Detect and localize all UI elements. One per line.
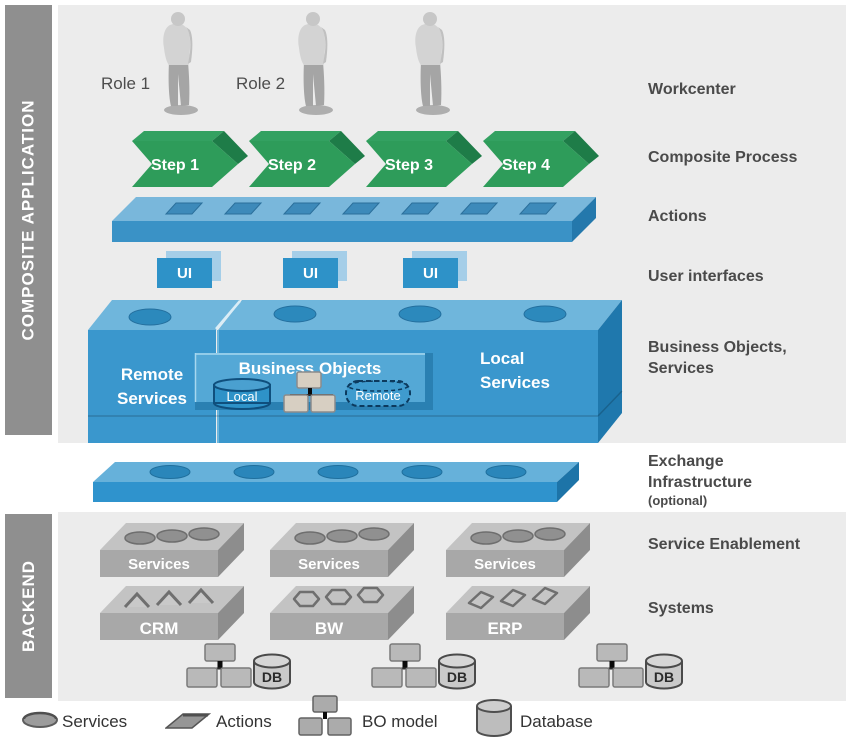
services-box-erp: Services [446, 523, 590, 577]
business-objects-panel: Business Objects Local Remote [194, 353, 433, 413]
label-systems: Systems [648, 600, 714, 617]
ui-box: UI [403, 251, 467, 288]
remote-store-label: Remote [355, 388, 401, 403]
local-store-label: Local [226, 389, 257, 404]
business-objects-services-box: Business Objects Local Remote [88, 300, 623, 443]
step-arrow: Step 2 [249, 131, 365, 187]
label-line: Infrastructure [648, 474, 753, 491]
person-icon [298, 12, 333, 115]
system-box-erp: ERP [446, 586, 590, 640]
step-label: Step 1 [151, 157, 199, 174]
erp-glyphs [467, 586, 559, 610]
system-box-bw: BW [270, 586, 414, 640]
label-line: Services [648, 360, 714, 377]
services-label: Services [474, 556, 536, 573]
bo-model-icon [283, 371, 336, 413]
system-label: BW [315, 619, 344, 638]
service-ovals [128, 305, 567, 326]
label-line: Exchange [648, 453, 724, 470]
step-arrow: Step 4 [483, 131, 599, 187]
remote-services-label-line1: Remote [121, 365, 183, 384]
person-icon [163, 12, 198, 115]
label-service-enablement: Service Enablement [648, 536, 801, 553]
ui-box: UI [157, 251, 221, 288]
system-label: CRM [140, 619, 179, 638]
label-workcenter: Workcenter [648, 81, 736, 98]
remote-db-icon: Remote [345, 380, 411, 407]
label-actions: Actions [648, 208, 707, 225]
remote-services-label-line2: Services [117, 389, 187, 408]
ui-box-label: UI [283, 258, 338, 288]
composite-application-label: COMPOSITE APPLICATION [18, 99, 38, 341]
step-arrow: Step 1 [132, 131, 248, 187]
services-legend-icon [22, 711, 58, 728]
local-services-label-line2: Services [480, 373, 550, 392]
label-user-interfaces: User interfaces [648, 268, 764, 285]
composite-process-arrows: Step 1 Step 2 Step 3 Step 4 [132, 131, 599, 187]
services-box-bw: Services [270, 523, 414, 577]
db-label: DB [447, 669, 467, 685]
label-line: Business Objects, [648, 339, 787, 356]
bo-model-icon [371, 643, 437, 688]
legend-services-label: Services [62, 712, 128, 731]
label-optional: (optional) [648, 493, 708, 508]
role-1-label: Role 1 [101, 74, 151, 93]
legend-bo-model-label: BO model [362, 712, 438, 731]
services-label: Services [128, 556, 190, 573]
services-label: Services [298, 556, 360, 573]
legend-database-label: Database [520, 712, 593, 731]
bo-model-icon [578, 643, 644, 688]
bo-model-legend-icon [298, 695, 352, 736]
step-label: Step 3 [385, 157, 433, 174]
database-legend-icon [476, 699, 512, 737]
exchange-ovals [149, 465, 527, 479]
person-icon [415, 12, 450, 115]
db-icon: DB [438, 653, 476, 690]
actions-bar [112, 197, 596, 242]
step-label: Step 4 [502, 157, 550, 174]
business-objects-title: Business Objects [239, 359, 382, 378]
ui-box-label: UI [157, 258, 212, 288]
composite-application-bar: COMPOSITE APPLICATION [5, 5, 52, 435]
action-slots [164, 202, 558, 215]
db-label: DB [654, 669, 674, 685]
label-business-objects-services: Business Objects, Services [648, 337, 787, 379]
bw-glyphs [292, 586, 385, 608]
services-box-crm: Services [100, 523, 244, 577]
bo-model-db-group: DB [578, 643, 683, 690]
system-box-crm: CRM [100, 586, 244, 640]
exchange-infrastructure-bar [93, 462, 579, 502]
backend-label: BACKEND [18, 560, 38, 652]
step-arrow: Step 3 [366, 131, 482, 187]
actions-legend-icon [165, 713, 211, 729]
db-icon: DB [645, 653, 683, 690]
db-icon: DB [253, 653, 291, 690]
label-exchange-infrastructure: Exchange Infrastructure (optional) [648, 451, 752, 509]
crm-glyphs [123, 587, 215, 609]
role-2-label: Role 2 [236, 74, 286, 93]
label-composite-process: Composite Process [648, 149, 798, 166]
local-services-label-line1: Local [480, 349, 524, 368]
step-label: Step 2 [268, 157, 316, 174]
local-db-icon: Local [213, 378, 271, 410]
db-label: DB [262, 669, 282, 685]
system-label: ERP [488, 619, 523, 638]
ui-box: UI [283, 251, 347, 288]
backend-bar: BACKEND [5, 514, 52, 698]
ui-box-label: UI [403, 258, 458, 288]
legend-actions-label: Actions [216, 712, 272, 731]
bo-model-db-group: DB [186, 643, 291, 690]
bo-model-icon [186, 643, 252, 688]
bo-model-db-group: DB [371, 643, 476, 690]
